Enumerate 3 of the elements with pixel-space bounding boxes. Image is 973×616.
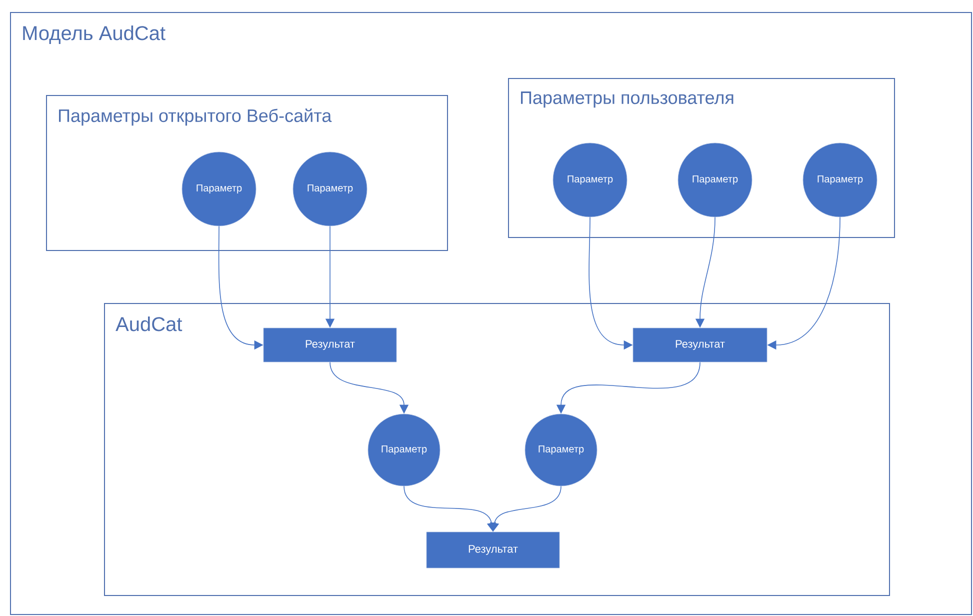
result-box: Результат bbox=[426, 532, 560, 568]
result-box: Результат bbox=[263, 328, 397, 362]
result-box: Результат bbox=[632, 328, 768, 362]
